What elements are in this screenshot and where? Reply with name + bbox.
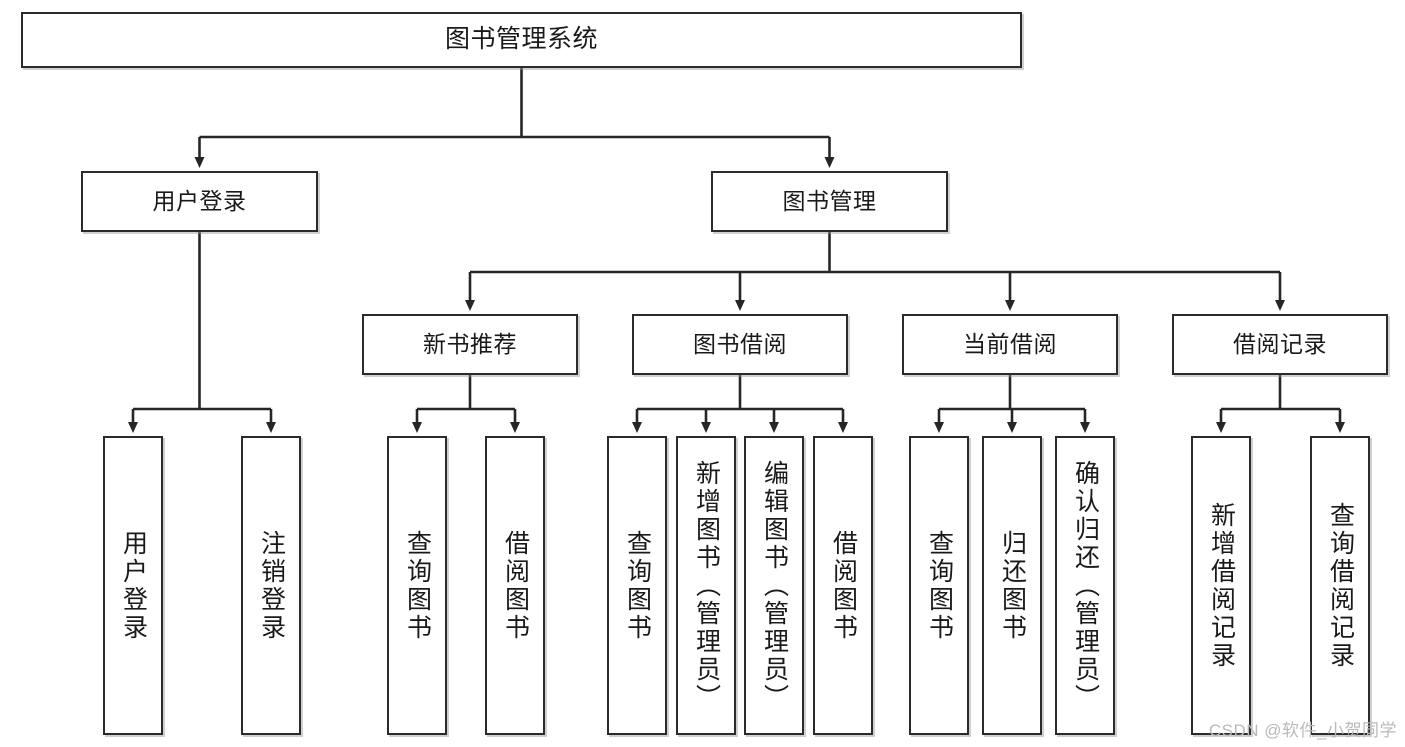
node-leaf-query-record[interactable]: 查询借阅记录 bbox=[1310, 436, 1370, 735]
node-leaf-borrow-books-1[interactable]: 借阅图书 bbox=[485, 436, 545, 735]
node-leaf-query-books-3-label: 查询图书 bbox=[925, 529, 954, 642]
node-leaf-query-books-3[interactable]: 查询图书 bbox=[909, 436, 969, 735]
node-leaf-return-book[interactable]: 归还图书 bbox=[982, 436, 1042, 735]
node-leaf-edit-book-label: 编辑图书（管理员） bbox=[760, 459, 789, 712]
node-leaf-query-books-1[interactable]: 查询图书 bbox=[387, 436, 447, 735]
node-leaf-query-books-1-label: 查询图书 bbox=[403, 529, 432, 642]
node-leaf-query-books-2[interactable]: 查询图书 bbox=[607, 436, 667, 735]
node-leaf-query-books-2-label: 查询图书 bbox=[623, 529, 652, 642]
node-current-borrow-label: 当前借阅 bbox=[963, 330, 1057, 357]
node-current-borrow[interactable]: 当前借阅 bbox=[902, 314, 1118, 375]
node-book-borrow[interactable]: 图书借阅 bbox=[632, 314, 848, 375]
node-leaf-add-record[interactable]: 新增借阅记录 bbox=[1191, 436, 1251, 735]
node-leaf-borrow-books-2[interactable]: 借阅图书 bbox=[813, 436, 873, 735]
node-book-manage[interactable]: 图书管理 bbox=[711, 171, 948, 232]
node-leaf-edit-book[interactable]: 编辑图书（管理员） bbox=[744, 436, 804, 735]
node-user-login[interactable]: 用户登录 bbox=[81, 171, 318, 232]
node-leaf-add-book[interactable]: 新增图书（管理员） bbox=[676, 436, 736, 735]
node-leaf-user-login-label: 用户登录 bbox=[119, 529, 148, 642]
node-leaf-add-record-label: 新增借阅记录 bbox=[1207, 501, 1236, 670]
node-borrow-record-label: 借阅记录 bbox=[1233, 330, 1327, 357]
node-leaf-logout[interactable]: 注销登录 bbox=[241, 436, 301, 735]
node-leaf-borrow-books-1-label: 借阅图书 bbox=[501, 529, 530, 642]
node-leaf-user-login[interactable]: 用户登录 bbox=[103, 436, 163, 735]
node-leaf-confirm-return[interactable]: 确认归还（管理员） bbox=[1055, 436, 1115, 735]
node-root-system-label: 图书管理系统 bbox=[444, 25, 598, 54]
watermark-text: CSDN @软件_小贺同学 bbox=[1208, 721, 1397, 740]
node-leaf-logout-label: 注销登录 bbox=[257, 529, 286, 642]
node-root-system[interactable]: 图书管理系统 bbox=[21, 12, 1022, 68]
node-leaf-add-book-label: 新增图书（管理员） bbox=[692, 459, 721, 712]
node-leaf-return-book-label: 归还图书 bbox=[998, 529, 1027, 642]
node-new-book-rec-label: 新书推荐 bbox=[423, 330, 517, 357]
node-leaf-query-record-label: 查询借阅记录 bbox=[1326, 501, 1355, 670]
node-book-manage-label: 图书管理 bbox=[782, 187, 877, 214]
node-user-login-label: 用户登录 bbox=[152, 187, 247, 214]
node-book-borrow-label: 图书借阅 bbox=[693, 330, 787, 357]
node-leaf-borrow-books-2-label: 借阅图书 bbox=[829, 529, 858, 642]
node-leaf-confirm-return-label: 确认归还（管理员） bbox=[1071, 459, 1100, 712]
node-borrow-record[interactable]: 借阅记录 bbox=[1172, 314, 1388, 375]
node-new-book-rec[interactable]: 新书推荐 bbox=[362, 314, 578, 375]
